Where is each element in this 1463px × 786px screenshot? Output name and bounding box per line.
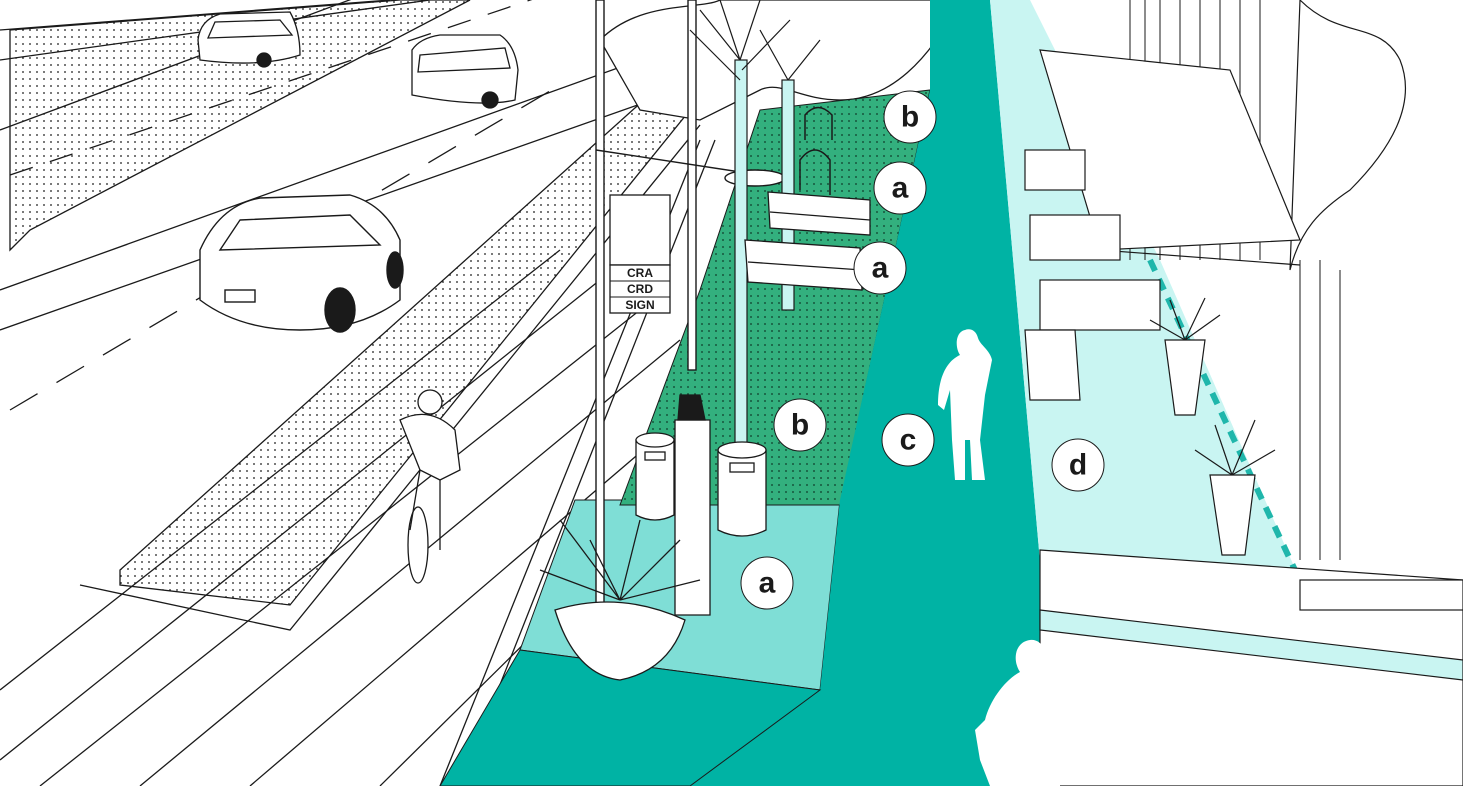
callout-a-middle: a	[854, 242, 906, 294]
sandwich-board	[1025, 330, 1080, 400]
callout-c: c	[882, 414, 934, 466]
sign-line-3: SIGN	[625, 298, 654, 312]
callout-letter: a	[759, 567, 776, 600]
callout-letter: b	[791, 409, 809, 442]
bench	[768, 192, 870, 235]
callout-d: d	[1052, 439, 1104, 491]
callout-b-lower: b	[774, 399, 826, 451]
car	[412, 35, 518, 108]
bench	[745, 240, 862, 290]
car	[200, 195, 403, 332]
callout-letter: a	[892, 172, 909, 205]
callout-a-lower: a	[741, 557, 793, 609]
callout-letter: b	[901, 101, 919, 134]
trash-bin	[718, 442, 766, 536]
callout-letter: d	[1069, 449, 1087, 482]
callout-letter: a	[872, 252, 889, 285]
callout-b-top: b	[884, 91, 936, 143]
car	[198, 12, 300, 67]
sign-line-1: CRA	[627, 266, 653, 280]
cra-crd-sign: CRA CRD SIGN	[610, 195, 670, 313]
callout-letter: c	[900, 424, 917, 457]
trash-bin	[636, 433, 674, 520]
sign-line-2: CRD	[627, 282, 653, 296]
callout-a-upper: a	[874, 162, 926, 214]
